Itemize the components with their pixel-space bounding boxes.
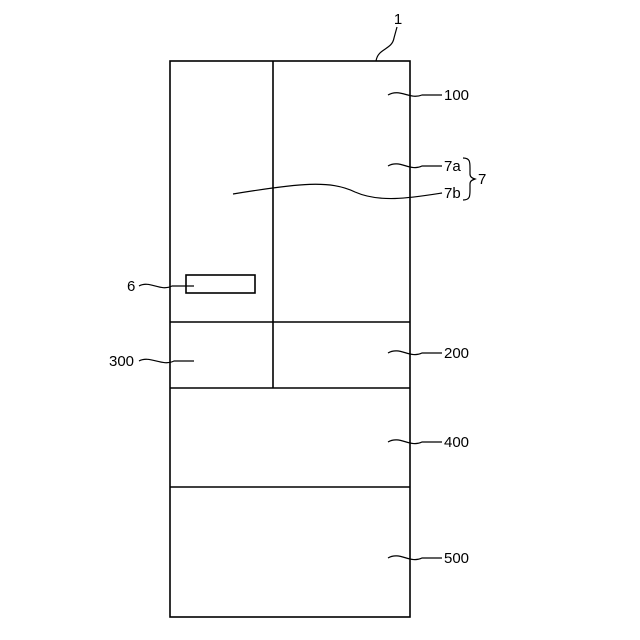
label-7: 7 <box>478 171 486 188</box>
control-panel <box>186 275 255 293</box>
leader-100 <box>388 93 442 97</box>
label-200: 200 <box>444 345 469 362</box>
label-500: 500 <box>444 550 469 567</box>
cabinet-outline <box>170 61 410 617</box>
label-400: 400 <box>444 434 469 451</box>
leader-200 <box>388 351 442 355</box>
leader-500 <box>388 556 442 560</box>
label-7a: 7a <box>444 158 461 175</box>
leader-400 <box>388 440 442 444</box>
label-1: 1 <box>394 11 402 28</box>
leader-7a <box>388 164 442 168</box>
label-6: 6 <box>127 278 135 295</box>
brace-7 <box>463 158 475 200</box>
label-7b: 7b <box>444 185 461 202</box>
leader-300 <box>139 359 194 362</box>
leader-1 <box>376 27 397 61</box>
label-300: 300 <box>109 353 134 370</box>
label-100: 100 <box>444 87 469 104</box>
